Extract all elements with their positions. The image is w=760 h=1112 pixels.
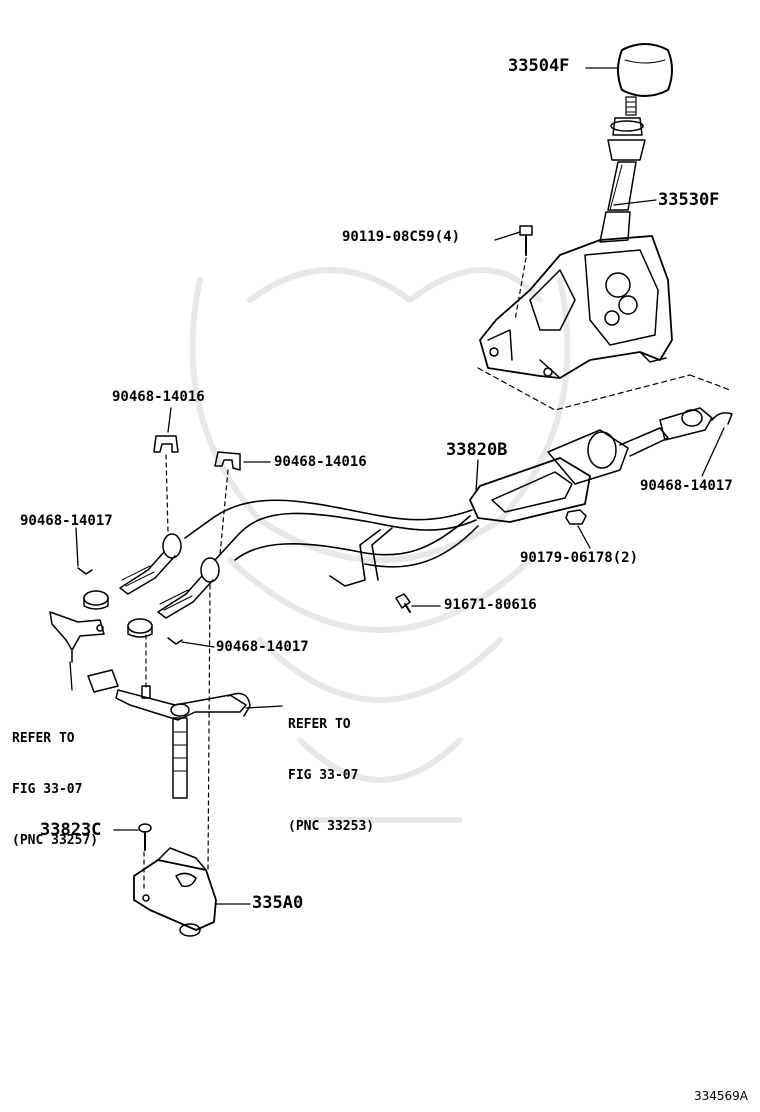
dashed-guides: [143, 454, 229, 891]
clip-left-drawing: [77, 567, 93, 575]
watermark-emblem: [189, 267, 571, 823]
center-bolt: [395, 593, 411, 613]
label-bracket-bolt: 33823C: [40, 820, 102, 840]
label-cable-assembly: 33820B: [446, 440, 508, 460]
clip-lower-drawing: [167, 637, 183, 645]
housing-outline-dashed: [477, 367, 691, 411]
bracket-335A0: [133, 847, 217, 937]
left-bracket: [49, 611, 105, 663]
label-clip-right: 90468-14017: [640, 478, 733, 494]
label-knob: 33504F: [508, 56, 570, 76]
label-center-bolt: 91671-80616: [444, 597, 537, 613]
cable-end-upper: [83, 533, 182, 610]
reference-left: REFER TO FIG 33-07 (PNC 33257): [12, 696, 98, 866]
label-clip-left: 90468-14017: [20, 513, 113, 529]
label-nut: 90179-06178(2): [520, 550, 639, 566]
nut-drawing: [565, 509, 587, 525]
figure-number: 334569A: [694, 1089, 749, 1103]
shift-housing: [479, 235, 673, 379]
label-bracket: 335A0: [252, 893, 304, 913]
reference-right: REFER TO FIG 33-07 (PNC 33253): [288, 682, 374, 852]
reference-right-line3: (PNC 33253): [288, 819, 375, 834]
reference-left-line3: (PNC 33257): [12, 833, 99, 848]
label-clip-upper-left: 90468-14016: [112, 389, 205, 405]
label-clip-lower: 90468-14017: [216, 639, 309, 655]
shift-cables: [184, 499, 479, 587]
clip-center-drawing: [214, 451, 241, 471]
shift-lever: [599, 117, 646, 243]
shift-knob: [617, 43, 673, 116]
clip-upper-left-drawing: [153, 435, 179, 453]
label-clip-center: 90468-14016: [274, 454, 367, 470]
cable-end-lower: [127, 557, 220, 638]
leader-lines: [69, 67, 725, 905]
label-housing-bolt: 90119-08C59(4): [342, 229, 461, 245]
reference-right-line1: REFER TO: [288, 717, 351, 732]
reference-left-line1: REFER TO: [12, 731, 75, 746]
label-lever: 33530F: [658, 190, 720, 210]
reference-right-line2: FIG 33-07: [288, 768, 359, 783]
bracket-bolt: [138, 823, 152, 851]
cable-assembly-bracket: [469, 407, 713, 523]
clip-right-drawing: [711, 412, 733, 425]
housing-bolt: [514, 225, 533, 321]
reference-left-line2: FIG 33-07: [12, 782, 83, 797]
selector-lever: [87, 669, 251, 799]
